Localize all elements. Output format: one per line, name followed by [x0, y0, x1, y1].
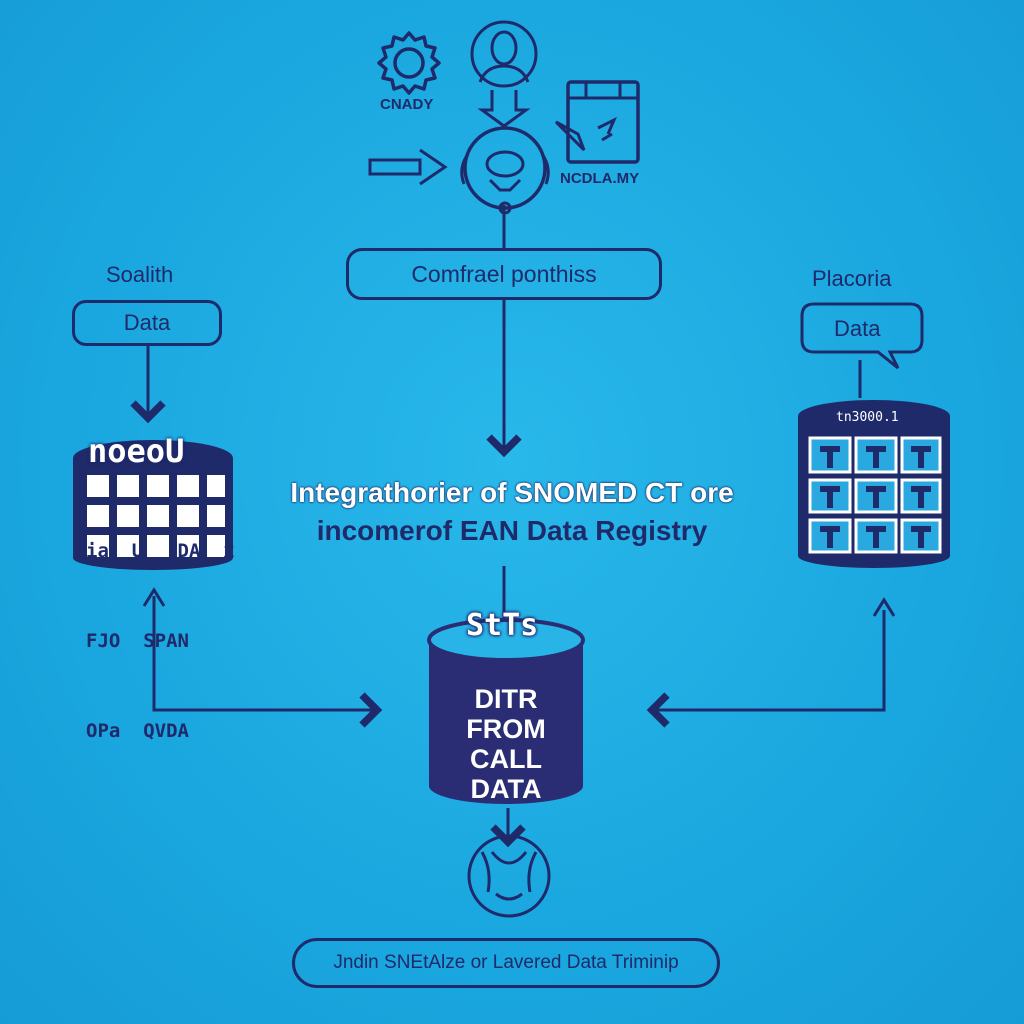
footer-label-box: Jndin SNEtAlze or Lavered Data Triminip — [292, 938, 720, 988]
center-database-line: DATA — [470, 774, 542, 804]
process-box-label: Comfrael ponthiss — [411, 260, 597, 287]
gear-label: CNADY — [380, 96, 434, 113]
center-database-header: StTs — [466, 608, 539, 643]
calendar-icon — [554, 80, 640, 164]
center-database-line: FROM — [466, 714, 546, 744]
person-down-arrow — [477, 90, 531, 128]
left-database-row: FJO SPAN — [86, 630, 189, 652]
left-database-row: OPa QVDA — [86, 720, 189, 742]
left-source-heading: Soalith — [106, 262, 174, 287]
title-line-2-light: EAN Data Registry — [459, 515, 708, 546]
right-source-heading: Placoria — [812, 266, 892, 291]
title-line-2-dark: incomerof — [316, 515, 453, 546]
left-database-icon — [73, 440, 233, 570]
user-icon — [470, 20, 538, 88]
center-database-text: DITR FROM CALL DATA — [430, 684, 582, 804]
hub-icon — [460, 126, 550, 215]
gear-icon — [377, 31, 441, 95]
head-icon — [467, 834, 551, 918]
center-database-icon — [427, 618, 585, 804]
right-to-center-arrow — [646, 610, 886, 728]
left-to-center-arrow — [152, 596, 383, 728]
left-data-tag-label: Data — [123, 310, 171, 335]
hub-input-arrow — [368, 148, 448, 186]
right-data-tag-label: Data — [834, 316, 881, 341]
left-database-header: noeoU — [88, 432, 185, 470]
right-data-speech-bubble — [800, 302, 924, 370]
footer-label: Jndin SNEtAlze or Lavered Data Triminip — [333, 952, 679, 973]
calendar-label: NCDLA.MY — [560, 170, 640, 187]
left-data-tag: Data — [72, 300, 222, 346]
title-line-2: incomerof EAN Data Registry — [0, 512, 1024, 550]
left-database-rows: ia U DA x FJO SPAN OPa QVDA — [86, 476, 236, 776]
title-line-1: Integrathorier of SNOMED CT ore — [290, 477, 734, 508]
center-database-line: CALL — [470, 744, 542, 774]
diagram-title: Integrathorier of SNOMED CT ore incomero… — [0, 474, 1024, 550]
center-database-line: DITR — [474, 684, 538, 714]
right-database-icon — [798, 400, 950, 568]
left-database-row: ia U DA x — [86, 540, 235, 562]
process-box: Comfrael ponthiss — [346, 248, 662, 300]
right-database-header: tn3000.1 — [836, 410, 899, 425]
